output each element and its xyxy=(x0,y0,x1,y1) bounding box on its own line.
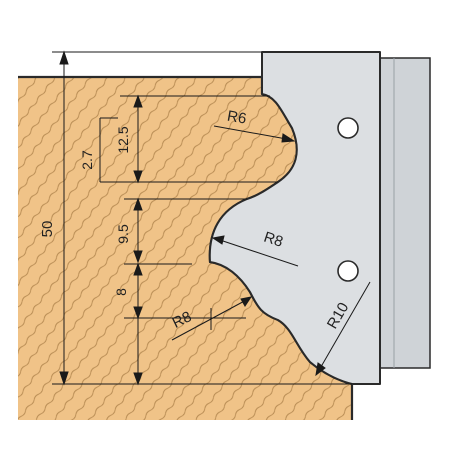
radius-callout-r8-middle xyxy=(211,235,299,267)
label-r6: R6 xyxy=(226,108,248,128)
arrow-top-icon xyxy=(59,50,69,65)
mounting-hole-lower xyxy=(337,260,359,282)
arrow-12-5-bottom-icon xyxy=(133,170,143,184)
dimension-9-5 xyxy=(124,197,247,265)
arrow-9-5-bottom-icon xyxy=(133,250,143,264)
mounting-hole-upper xyxy=(337,117,359,139)
arrow-9-5-top-icon xyxy=(133,197,143,211)
label-8: 8 xyxy=(113,288,129,296)
radius-callout-r8-lower xyxy=(171,296,253,341)
leader-r6 xyxy=(213,125,293,141)
dimension-total-height xyxy=(52,50,352,386)
label-9-5: 9.5 xyxy=(115,224,131,244)
arrow-bottom-icon xyxy=(59,371,69,386)
arrow-lower-bottom-icon xyxy=(133,372,143,386)
leader-r10 xyxy=(317,281,371,373)
label-r8-lower: R8 xyxy=(170,308,195,332)
label-r8-middle: R8 xyxy=(262,229,286,251)
arrow-r6-icon xyxy=(281,133,296,143)
cutter-blade xyxy=(208,51,431,385)
leader-r8-middle xyxy=(213,237,299,267)
dimension-12-5 xyxy=(120,94,270,184)
label-12-5: 12.5 xyxy=(115,126,131,153)
cutter-profile xyxy=(208,51,381,385)
radius-callout-r6 xyxy=(213,125,296,143)
label-2-7: 2.7 xyxy=(79,150,95,170)
radius-callout-r10 xyxy=(315,281,371,377)
arrow-r8-middle-icon xyxy=(211,235,225,245)
cutter-holder xyxy=(379,57,431,369)
arrow-r8-lower-icon xyxy=(240,296,253,307)
arrow-8-bottom-icon xyxy=(133,306,143,320)
dimension-8 xyxy=(124,262,246,386)
arrow-r10-icon xyxy=(315,362,326,377)
arrow-8-top-icon xyxy=(133,262,143,276)
arrow-12-5-top-icon xyxy=(133,94,143,108)
label-total-height: 50 xyxy=(39,221,56,238)
